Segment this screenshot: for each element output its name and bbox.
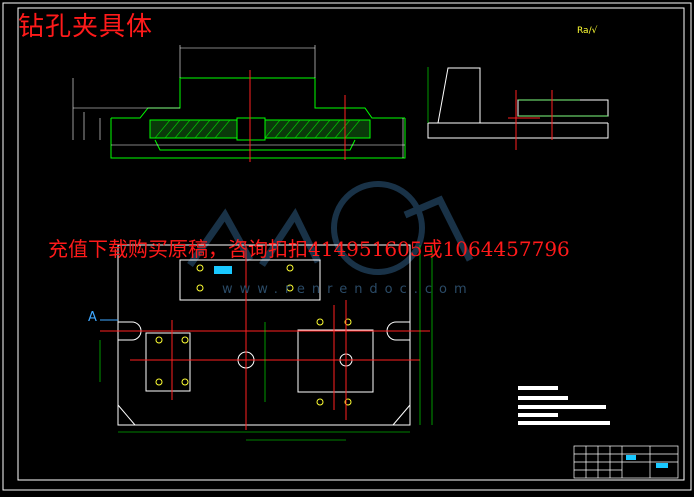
watermark-url: www.renrendoc.com (222, 282, 474, 297)
roughness-symbol: Ra/√ (577, 26, 598, 36)
section-marker-a: A (88, 310, 97, 325)
inner-frame (17, 7, 685, 481)
plan-view (99, 244, 433, 441)
technical-notes (518, 386, 610, 425)
watermark-logo (187, 181, 474, 275)
outer-frame (2, 2, 692, 491)
front-section-view (72, 45, 406, 162)
ad-banner-text: 充值下载购买原稿，咨询扣扣414951605或1064457796 (48, 237, 570, 261)
title-block (573, 445, 679, 479)
drawing-title: 钻孔夹具体 (18, 12, 154, 42)
side-view (427, 67, 609, 150)
